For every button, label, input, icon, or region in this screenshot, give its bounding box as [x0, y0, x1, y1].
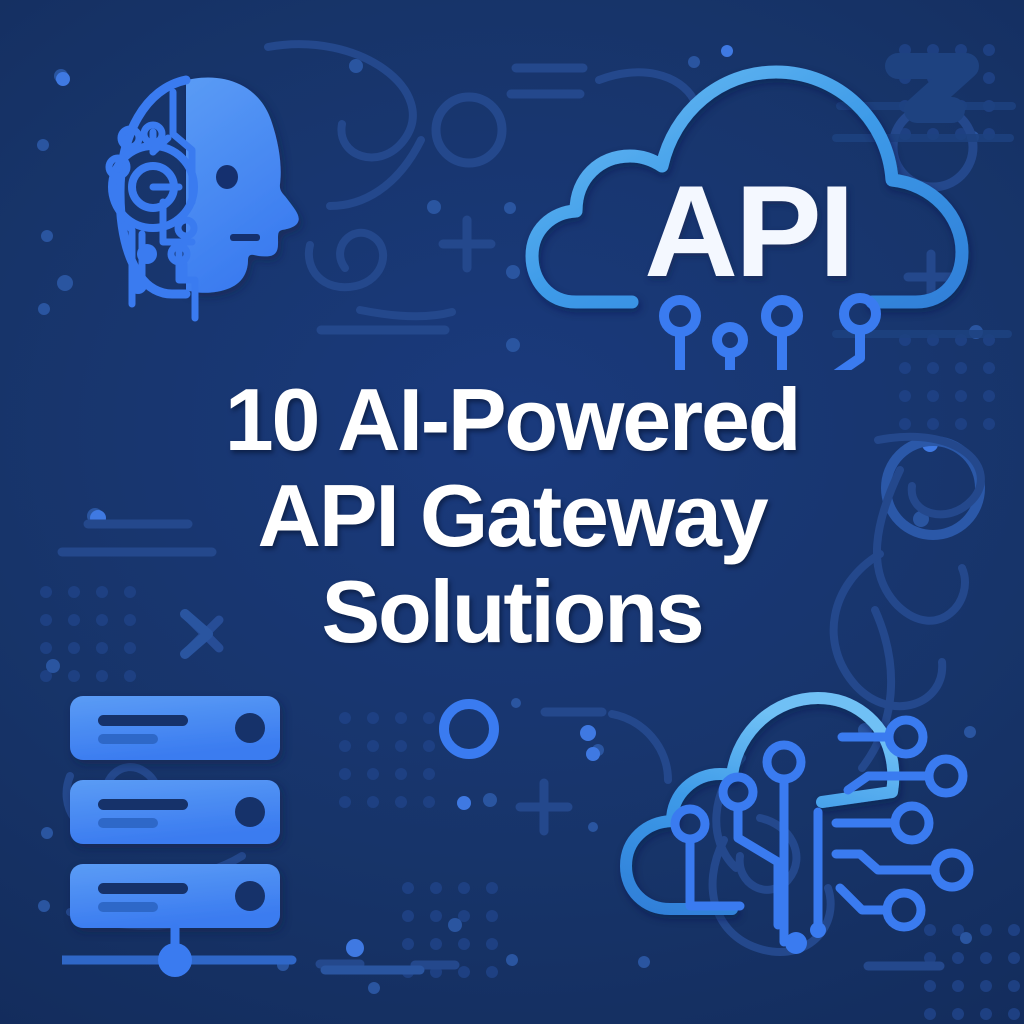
server-stack-icon	[62, 688, 322, 988]
title-line-2: API Gateway	[257, 466, 769, 565]
api-cloud-icon: API	[520, 40, 1000, 370]
title-line-3: Solutions	[321, 562, 704, 661]
server-connector	[62, 923, 297, 977]
circuit-traces-group	[670, 740, 826, 954]
server-rack-group	[70, 696, 280, 928]
title-line-1: 10 AI-Powered	[224, 370, 802, 469]
ai-head-icon	[58, 42, 358, 352]
api-cloud-label: API	[644, 158, 852, 304]
circuit-cloud-icon	[610, 690, 1010, 990]
poster-title: 10 AI-Powered API Gateway Solutions	[0, 372, 1024, 660]
circuit-outputs-group	[831, 715, 974, 932]
